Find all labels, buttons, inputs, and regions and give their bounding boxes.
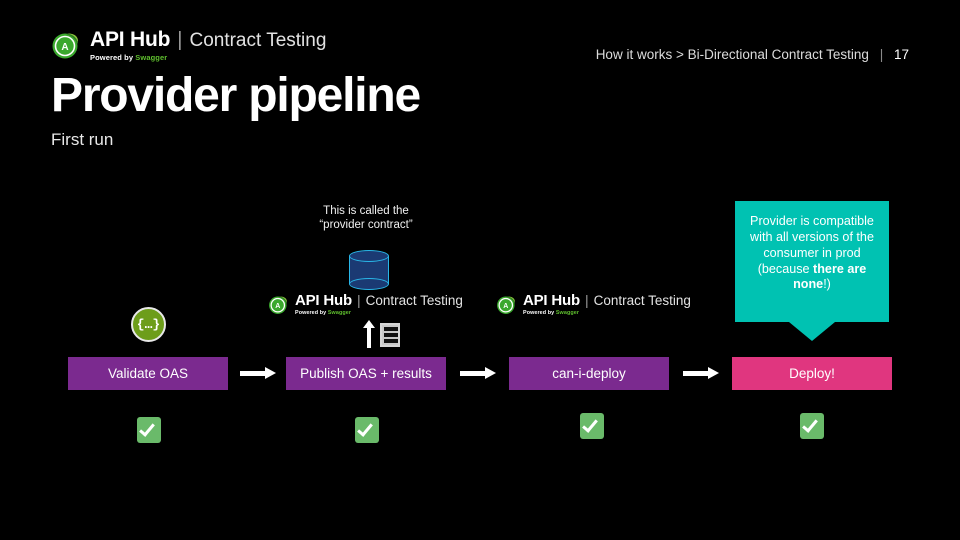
arrow-shaft — [460, 371, 486, 376]
up-arrow-head — [363, 320, 375, 328]
svg-text:A: A — [275, 303, 280, 310]
arrow-head — [265, 367, 276, 379]
page-title: Provider pipeline — [51, 69, 421, 122]
brand-name: API Hub — [523, 292, 580, 309]
brand-product: Contract Testing — [365, 293, 463, 308]
arrow-shaft — [240, 371, 266, 376]
brand-logo: A API Hub | Contract Testing Powered by … — [51, 28, 326, 62]
pipeline-step-deploy[interactable]: Deploy! — [732, 357, 892, 390]
check-tick — [582, 416, 598, 433]
api-hub-circle-a-logo-icon: A — [496, 294, 517, 315]
arrow-head — [708, 367, 719, 379]
check-tick — [357, 420, 373, 437]
openapi-json-icon: {…} — [131, 307, 166, 342]
pipeline-step-can-i-deploy[interactable]: can-i-deploy — [509, 357, 669, 390]
status-check-mark-icon — [137, 417, 161, 443]
svg-text:A: A — [503, 303, 508, 310]
pipeline-arrow-icon — [460, 367, 496, 380]
powered-by-swagger: Powered by Swagger — [523, 310, 580, 316]
page-number: 17 — [893, 47, 909, 62]
arrow-shaft — [683, 371, 709, 376]
checklist-row — [384, 333, 398, 337]
brand-name: API Hub — [295, 292, 352, 309]
callout-text: Provider is compatible with all versions… — [735, 201, 889, 293]
brand-product: Contract Testing — [593, 293, 691, 308]
pipeline-arrow-icon — [683, 367, 719, 380]
check-tick — [802, 416, 818, 433]
page-subtitle: First run — [51, 130, 114, 149]
checklist-icon — [380, 323, 400, 347]
provider-contract-note: This is called the “provider contract” — [276, 204, 456, 233]
note-line-2: “provider contract” — [319, 219, 413, 232]
note-line-1: This is called the — [323, 205, 409, 217]
callout-tail — [789, 322, 835, 341]
status-check-mark-icon — [580, 413, 604, 439]
callout-text-after: !) — [823, 277, 831, 292]
powered-by-swagger: Powered by Swagger — [90, 53, 168, 62]
brand-separator: | — [356, 292, 361, 308]
callout-text-before: Provider is compatible with all versions… — [750, 214, 874, 276]
status-check-mark-icon — [800, 413, 824, 439]
api-hub-circle-a-logo-icon: A — [51, 30, 81, 60]
compatibility-callout: Provider is compatible with all versions… — [735, 201, 889, 322]
arrow-head — [485, 367, 496, 379]
svg-text:A: A — [61, 42, 68, 53]
pipeline-step-publish-oas-results[interactable]: Publish OAS + results — [286, 357, 446, 390]
breadcrumb-separator: | — [879, 47, 884, 62]
checklist-row — [384, 339, 398, 343]
brand-separator: | — [177, 29, 183, 51]
up-arrow-icon — [363, 320, 375, 348]
breadcrumb-path: How it works > Bi-Directional Contract T… — [595, 47, 869, 62]
database-icon — [349, 250, 389, 290]
api-hub-mini-logo-canideploy: A API Hub | Contract Testing Powered by … — [496, 292, 691, 316]
database-bottom — [349, 278, 389, 290]
status-check-mark-icon — [355, 417, 379, 443]
pipeline-step-validate-oas[interactable]: Validate OAS — [68, 357, 228, 390]
api-hub-circle-a-logo-icon: A — [268, 294, 289, 315]
brand-wordmark: API Hub | Contract Testing Powered by Sw… — [295, 292, 463, 316]
brand-product: Contract Testing — [189, 30, 327, 51]
brand-wordmark: API Hub | Contract Testing Powered by Sw… — [523, 292, 691, 316]
database-top — [349, 250, 389, 262]
checklist-row — [384, 327, 398, 331]
brand-wordmark: API Hub | Contract Testing Powered by Sw… — [90, 28, 326, 62]
callout-text-bold: there are none — [793, 261, 867, 292]
api-hub-mini-logo-publish: A API Hub | Contract Testing Powered by … — [268, 292, 463, 316]
brand-separator: | — [584, 292, 589, 308]
openapi-glyph: {…} — [136, 317, 161, 332]
breadcrumb: How it works > Bi-Directional Contract T… — [596, 47, 909, 62]
brand-name: API Hub — [90, 28, 171, 51]
powered-by-swagger: Powered by Swagger — [295, 310, 352, 316]
pipeline-arrow-icon — [240, 367, 276, 380]
check-tick — [139, 420, 155, 437]
up-arrow-shaft — [367, 326, 371, 348]
